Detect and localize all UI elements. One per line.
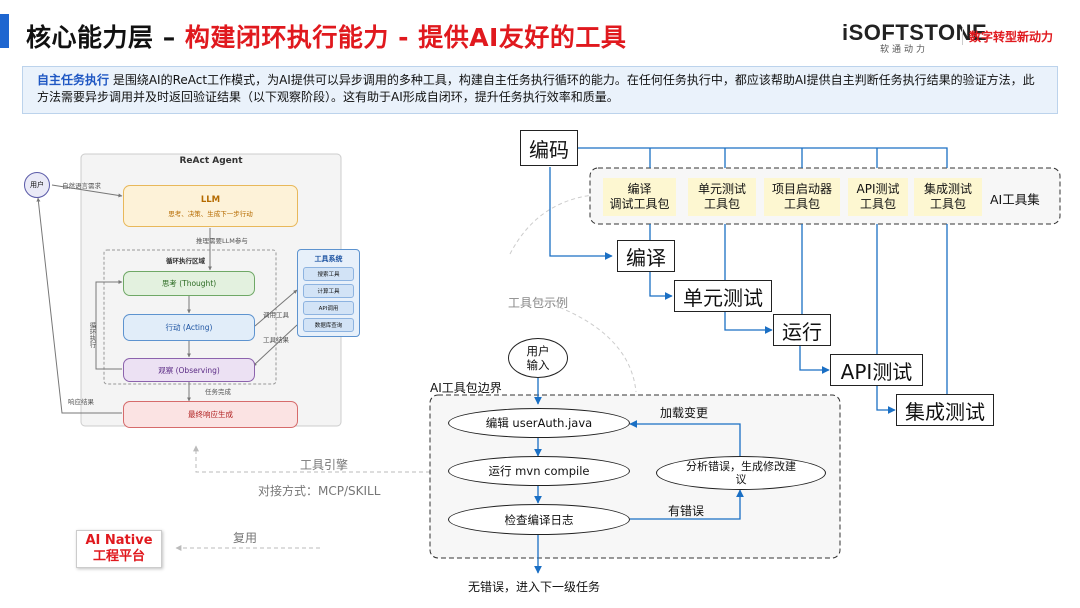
pkg-unit-test: 单元测试 工具包 [688,178,756,216]
call-tool-label: 调用工具 [263,311,289,319]
ai-toolset-label: AI工具集 [990,192,1040,207]
llm-node: LLM 思考、决策、生成下一步行动 [123,185,298,227]
acting-node: 行动 (Acting) [123,314,255,341]
company-logo-sub: 软通动力 [880,45,929,55]
ai-native-platform: AI Native 工程平台 [76,530,162,568]
check-log-node: 检查编译日志 [448,504,630,535]
tool-db: 数据库查询 [303,318,354,332]
slide-title: 核心能力层 – 构建闭环执行能力 - 提供AI友好的工具 [26,23,627,52]
pkg-integration-test: 集成测试 工具包 [914,178,982,216]
user-input-node: 用户 输入 [508,338,568,378]
tool-engine-label: 工具引擎 [300,458,349,472]
tool-api: API调用 [303,301,354,315]
title-accent-bar [0,14,9,48]
tool-boundary-label: AI工具包边界 [430,381,502,395]
loop-area-label: 循环执行区域 [166,257,205,265]
slide-title-highlight: 构建闭环执行能力 - 提供AI友好的工具 [184,23,627,52]
observing-node: 观察 (Observing) [123,358,255,382]
tool-result-label: 工具结果 [263,336,289,344]
pkg-api-test: API测试 工具包 [848,178,908,216]
tool-search: 搜索工具 [303,267,354,281]
response-result-label: 响应结果 [68,398,94,406]
analyze-error-node: 分析错误，生成修改建 议 [656,456,826,490]
llm-join-label: 推理需要LLM参与 [196,237,248,245]
pkg-compile-debug: 编译 调试工具包 [603,178,676,216]
integration-method-label: 对接方式：MCP/SKILL [258,484,381,498]
step-encode: 编码 [520,130,578,166]
tool-example-label: 工具包示例 [508,296,569,310]
no-error-label: 无错误，进入下一级任务 [468,580,601,594]
final-response-node: 最终响应生成 [123,401,298,428]
intro-text: 是围绕AI的ReAct工作模式，为AI提供可以异步调用的多种工具，构建自主任务执… [37,73,1035,104]
tool-calc: 计算工具 [303,284,354,298]
has-error-label: 有错误 [668,504,705,518]
thought-node: 思考 (Thought) [123,271,255,296]
loop-exec-label: 循环执行 [88,322,96,348]
react-agent-title: ReAct Agent [179,156,243,166]
reuse-label: 复用 [233,531,258,545]
company-slogan: 数字转型新动力 [962,28,1053,45]
edit-node: 编辑 userAuth.java [448,408,630,438]
intro-highlight: 自主任务执行 [37,73,110,87]
task-done-label: 任务完成 [205,388,231,396]
step-api-test: API测试 [830,354,923,386]
load-change-label: 加载变更 [660,406,709,420]
user-node: 用户 [24,172,50,198]
tool-system-panel: 工具系统 搜索工具 计算工具 API调用 数据库查询 [297,249,360,337]
natural-request-label: 自然语言需求 [62,182,101,190]
step-compile: 编译 [617,240,675,272]
step-unit-test: 单元测试 [674,280,772,312]
step-run: 运行 [773,314,831,346]
run-compile-node: 运行 mvn compile [448,456,630,486]
pkg-project-launcher: 项目启动器 工具包 [764,178,840,216]
intro-box: 自主任务执行 是围绕AI的ReAct工作模式，为AI提供可以异步调用的多种工具，… [22,66,1058,114]
step-integration-test: 集成测试 [896,394,994,426]
